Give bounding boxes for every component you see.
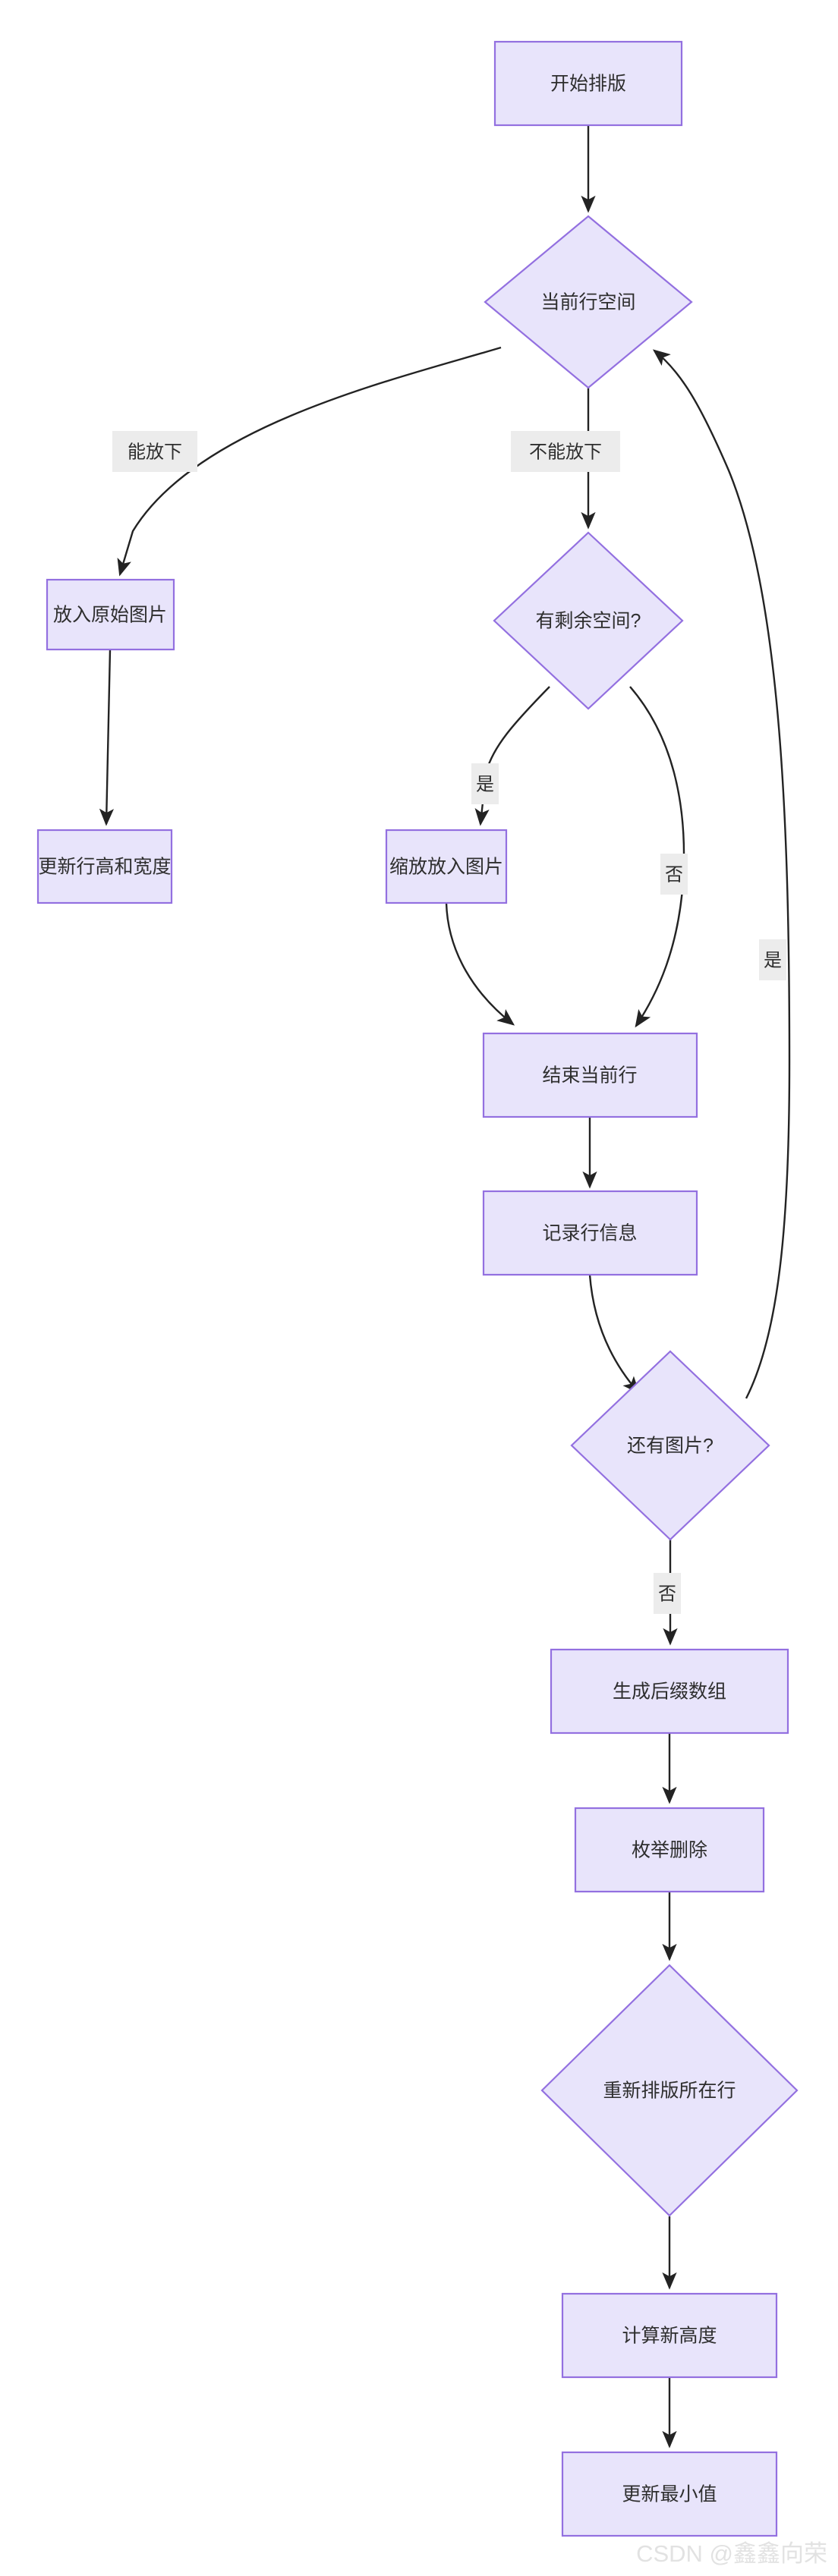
- nodes-layer: 开始排版 当前行空间 放入原始图片 有剩余空间? 更新行高和宽度 缩放放入图片: [36, 40, 799, 2537]
- node-moreimg[interactable]: 还有图片?: [570, 1350, 770, 1541]
- node-hasspace[interactable]: 有剩余空间?: [493, 531, 684, 710]
- edge-label-shi-1-text: 是: [476, 774, 494, 794]
- edge-label-shi-1: 是: [471, 763, 499, 804]
- edge-labels-layer: 能放下 不能放下 是 否 是 否: [112, 431, 786, 1614]
- edge-placeorig-to-updaterow: [99, 649, 115, 826]
- edge-moreimg-to-curline: [652, 349, 791, 1399]
- node-updatemin[interactable]: 更新最小值: [561, 2451, 778, 2537]
- csdn-watermark: CSDN @鑫鑫向荣: [636, 2540, 827, 2567]
- node-enumdel-label: 枚举删除: [632, 1840, 707, 1861]
- node-recordline-label: 记录行信息: [542, 1223, 637, 1244]
- node-updatemin-label: 更新最小值: [622, 2484, 717, 2505]
- node-suffixarr-label: 生成后缀数组: [613, 1681, 726, 1703]
- node-curline[interactable]: 当前行空间: [484, 215, 693, 389]
- node-moreimg-label: 还有图片?: [627, 1436, 714, 1457]
- node-newheight-label: 计算新高度: [622, 2326, 717, 2347]
- node-scaleplace-label: 缩放放入图片: [389, 857, 503, 878]
- node-placeorig-label: 放入原始图片: [53, 605, 167, 626]
- node-start[interactable]: 开始排版: [493, 40, 683, 127]
- node-endline[interactable]: 结束当前行: [482, 1032, 698, 1118]
- node-recordline[interactable]: 记录行信息: [482, 1190, 698, 1276]
- edge-label-fou-2: 否: [654, 1573, 681, 1614]
- edge-label-nengfangxia: 能放下: [112, 431, 197, 472]
- node-newheight[interactable]: 计算新高度: [561, 2292, 778, 2379]
- node-updaterow[interactable]: 更新行高和宽度: [36, 829, 173, 904]
- edge-label-fou-1-text: 否: [665, 864, 683, 885]
- node-start-label: 开始排版: [550, 74, 626, 95]
- edge-label-bunengfangxia: 不能放下: [511, 431, 620, 472]
- edge-label-shi-2: 是: [759, 939, 786, 980]
- edge-curline-to-placeorig: [117, 346, 502, 577]
- node-updaterow-label: 更新行高和宽度: [38, 857, 171, 878]
- edge-label-bunengfangxia-text: 不能放下: [529, 442, 602, 462]
- edge-label-fou-1: 否: [660, 854, 688, 895]
- node-suffixarr[interactable]: 生成后缀数组: [550, 1648, 789, 1735]
- node-placeorig[interactable]: 放入原始图片: [46, 578, 175, 651]
- node-enumdel[interactable]: 枚举删除: [574, 1807, 765, 1893]
- edge-label-shi-2-text: 是: [764, 950, 782, 970]
- edge-label-nengfangxia-text: 能放下: [128, 442, 182, 462]
- edge-label-fou-2-text: 否: [658, 1584, 676, 1604]
- node-curline-label: 当前行空间: [540, 292, 635, 313]
- node-relayout-label: 重新排版所在行: [603, 2081, 736, 2102]
- node-hasspace-label: 有剩余空间?: [536, 611, 641, 632]
- edge-scaleplace-to-endline: [445, 902, 515, 1026]
- node-relayout[interactable]: 重新排版所在行: [540, 1964, 799, 2217]
- node-endline-label: 结束当前行: [542, 1065, 637, 1087]
- edge-recordline-to-moreimg: [588, 1274, 640, 1394]
- node-scaleplace[interactable]: 缩放放入图片: [385, 829, 508, 904]
